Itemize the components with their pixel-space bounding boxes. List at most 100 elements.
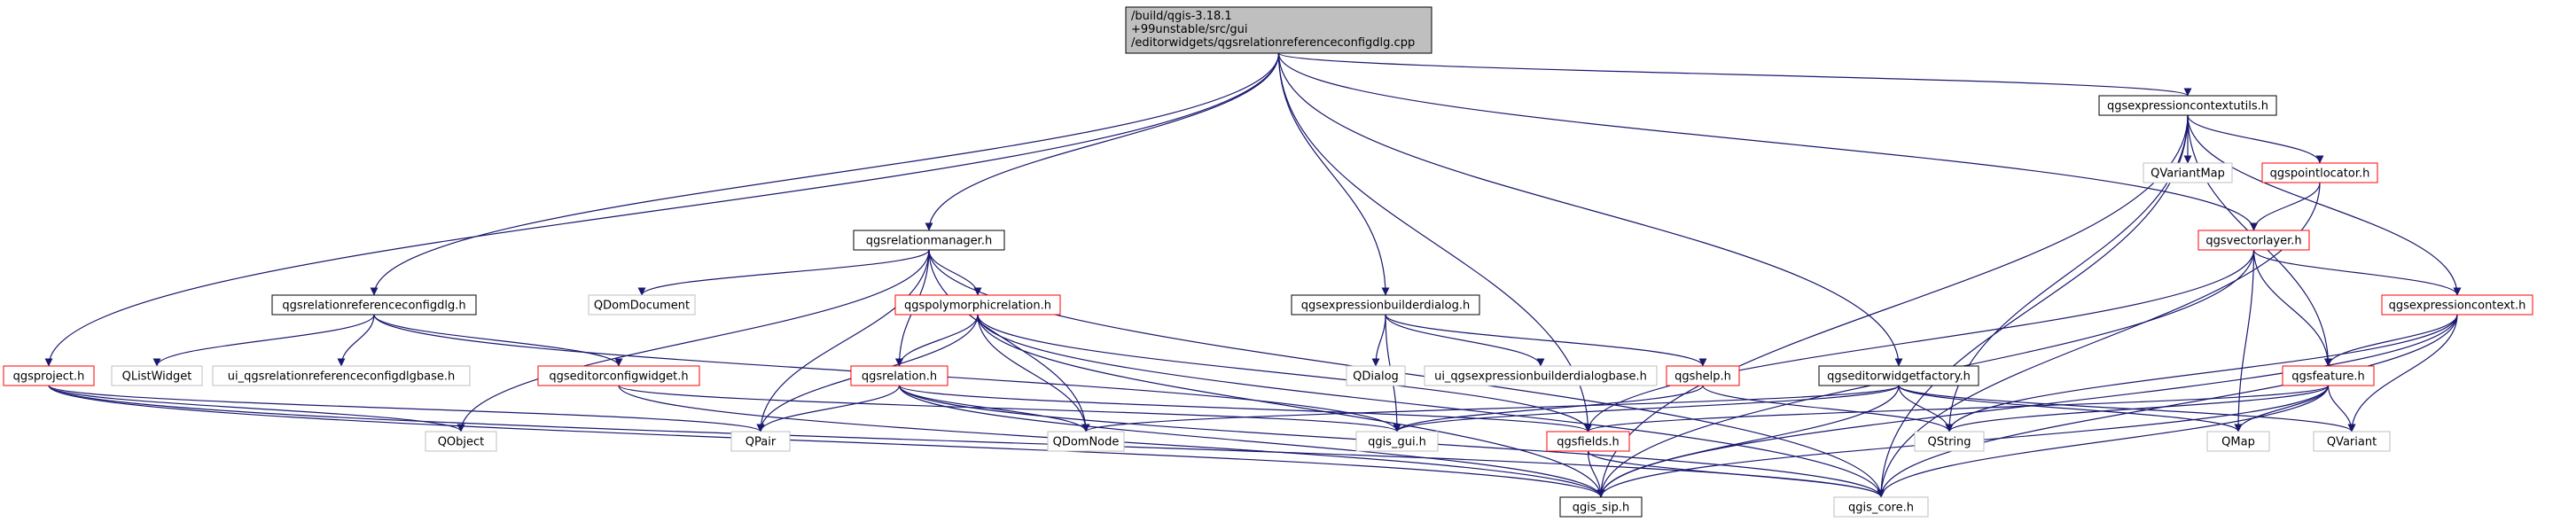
edge-qgsrelationmanager-h-to-qobject [457, 249, 930, 432]
edge-qgsfeature-h-to-qmap [2234, 385, 2330, 432]
node-qdomnode: QDomNode [1047, 431, 1125, 452]
node-label: qgspolymorphicrelation.h [904, 300, 1051, 313]
node-label: qgsvectorlayer.h [2205, 235, 2301, 248]
node-label: QMap [2221, 436, 2255, 449]
node-qgshelp-h[interactable]: qgshelp.h [1666, 365, 1740, 386]
node-label: QVariantMap [2151, 168, 2225, 181]
edge-root-to-qgsexpressioncontextutils-h [1277, 52, 2192, 97]
edge-qgshelp-h-to-qgis-gui-h [1393, 385, 1704, 432]
edge-qgspolymorphicrelation-h-to-qgsfields-h [977, 314, 1592, 432]
edge-qgsrelationmanager-h-to-qdomdocument [637, 249, 930, 296]
node-qgsrelationmanager-h[interactable]: qgsrelationmanager.h [853, 230, 1005, 251]
node-qgsexpressionbuilderdialog-h[interactable]: qgsexpressionbuilderdialog.h [1291, 294, 1480, 316]
edge-qgseditorwidgetfactory-h-to-qdomnode [1081, 385, 1900, 432]
node-box [853, 230, 1005, 251]
node-box [1914, 431, 1985, 452]
edge-qgsproject-h-to-qobject [48, 385, 465, 432]
node-box [850, 365, 948, 386]
node-box [1047, 431, 1125, 452]
node-qvariantmap: QVariantMap [2143, 162, 2233, 183]
edge-qgsvectorlayer-h-to-qgsfeature-h [2252, 249, 2332, 367]
node-qgsfields-h[interactable]: qgsfields.h [1546, 431, 1630, 452]
node-qdomdocument: QDomDocument [588, 294, 696, 316]
edge-qgsfeature-h-to-qvariant [2327, 385, 2356, 432]
node-label: QObject [438, 436, 485, 449]
node-qgspolymorphicrelation-h[interactable]: qgspolymorphicrelation.h [894, 294, 1061, 316]
edge-qgsrelationreferenceconfigdlg-h-to-qlistwidget [152, 314, 375, 367]
node-box [2197, 230, 2310, 251]
node-box [111, 365, 203, 386]
node-qgsexpressioncontextutils-h[interactable]: qgsexpressioncontextutils.h [2098, 95, 2277, 116]
node-qgsproject-h[interactable]: qgsproject.h [3, 365, 95, 386]
node-box [1666, 365, 1740, 386]
edge-qgsexpressioncontext-h-to-qvariant [2347, 314, 2458, 432]
node-label: qgsexpressioncontextutils.h [2107, 100, 2268, 113]
node-qgseditorconfigwidget-h[interactable]: qgseditorconfigwidget.h [537, 365, 700, 386]
node-qgsvectorlayer-h[interactable]: qgsvectorlayer.h [2197, 230, 2310, 251]
node-ui-qgsrelationreferenceconfigdlgbase-h: ui_qgsrelationreferenceconfigdlgbase.h [212, 365, 471, 386]
edge-qgsexpressioncontext-h-to-qstring [1945, 314, 2458, 432]
node-box [425, 431, 497, 452]
edge-qgseditorwidgetfactory-h-to-qgis-sip-h [1596, 385, 1900, 498]
node-label: qgseditorwidgetfactory.h [1827, 370, 1971, 384]
edge-qgsvectorlayer-h-to-qmap [2234, 249, 2255, 432]
node-box [212, 365, 471, 386]
node-ui-qgsexpressionbuilderdialogbase-h: ui_qgsexpressionbuilderdialogbase.h [1424, 365, 1658, 386]
edge-qgspointlocator-h-to-qgsvectorlayer-h [2250, 182, 2321, 231]
node-label: QDialog [1353, 370, 1399, 384]
node-qgsfeature-h[interactable]: qgsfeature.h [2282, 365, 2375, 386]
node-label: qgsrelationmanager.h [866, 235, 992, 248]
node-label: qgsfeature.h [2291, 370, 2365, 384]
edge-qgsfeature-h-to-qgsfields-h [1584, 385, 2330, 432]
node-label: qgsrelationreferenceconfigdlg.h [282, 300, 465, 313]
node-box [1346, 365, 1406, 386]
node-qgis-gui-h: qgis_gui.h [1355, 431, 1439, 452]
edge-qgsproject-h-to-qgis-sip-h [48, 385, 1605, 498]
node-label: QListWidget [122, 370, 192, 384]
node-qdialog: QDialog [1346, 365, 1406, 386]
node-label: qgspointlocator.h [2270, 168, 2370, 181]
node-qvariant: QVariant [2313, 431, 2391, 452]
node-label: QString [1927, 436, 1971, 449]
edge-qgsexpressionbuilderdialog-h-to-qdialog [1371, 314, 1386, 367]
edge-qgsrelationreferenceconfigdlg-h-to-qgseditorconfigwidget-h [373, 314, 623, 367]
node-box [271, 294, 477, 316]
node-qgis-core-h: qgis_core.h [1833, 496, 1929, 518]
edge-root-to-qgseditorwidgetfactory-h [1277, 52, 1903, 367]
node-qgsexpressioncontext-h[interactable]: qgsexpressioncontext.h [2381, 294, 2533, 316]
node-box [1291, 294, 1480, 316]
node-label: qgis_core.h [1848, 502, 1914, 515]
edge-qgspolymorphicrelation-h-to-qgsrelation-h [895, 314, 979, 367]
node-qgsrelationreferenceconfigdlg-h[interactable]: qgsrelationreferenceconfigdlg.h [271, 294, 477, 316]
edge-qgsfeature-h-to-qstring [1945, 385, 2330, 432]
node-qgspointlocator-h[interactable]: qgspointlocator.h [2261, 162, 2378, 183]
node-label: qgsexpressionbuilderdialog.h [1301, 300, 1471, 313]
edge-qgseditorwidgetfactory-h-to-qstring [1898, 385, 1954, 432]
node-box [2282, 365, 2375, 386]
edge-qgsexpressionbuilderdialog-h-to-qgshelp-h [1385, 314, 1707, 367]
node-qobject: QObject [425, 431, 497, 452]
node-qgis-sip-h[interactable]: qgis_sip.h [1559, 496, 1643, 518]
node-qlistwidget: QListWidget [111, 365, 203, 386]
node-label: qgshelp.h [1674, 370, 1731, 384]
edge-qgspolymorphicrelation-h-to-qgis-core-h [977, 314, 1885, 498]
node-label: qgis_sip.h [1573, 502, 1629, 515]
node-qgseditorwidgetfactory-h[interactable]: qgseditorwidgetfactory.h [1818, 365, 1979, 386]
node-qgsrelation-h[interactable]: qgsrelation.h [850, 365, 948, 386]
node-label: ui_qgsexpressionbuilderdialogbase.h [1434, 370, 1647, 384]
edge-qgsfeature-h-to-qgis-core-h [1877, 385, 2330, 498]
node-box [2206, 431, 2270, 452]
node-box [588, 294, 696, 316]
edge-root-to-qgsproject-h [44, 52, 1280, 367]
edge-qgsrelation-h-to-qgsfields-h [898, 385, 1592, 432]
nodes-layer: /build/qgis-3.18.1+99unstable/src/gui/ed… [3, 6, 2533, 518]
node-box [1355, 431, 1439, 452]
node-box [730, 431, 791, 452]
node-box [1833, 496, 1929, 518]
edge-qgsexpressioncontextutils-h-to-qgsexpressioncontext-h [2187, 114, 2462, 296]
node-box [894, 294, 1061, 316]
edge-qgsfields-h-to-qgis-sip-h [1587, 450, 1605, 498]
node-qstring: QString [1914, 431, 1985, 452]
edge-qgsexpressioncontext-h-to-qgis-core-h [1877, 314, 2458, 498]
